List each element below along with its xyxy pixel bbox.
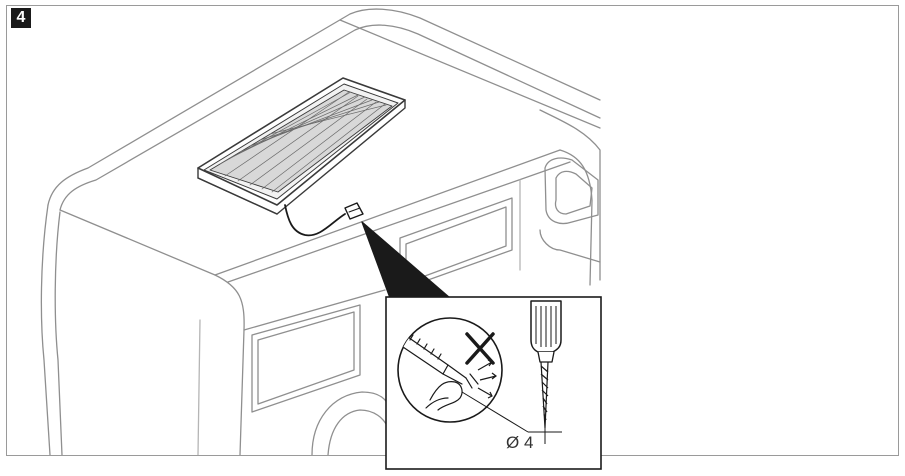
step-number-badge: 4 xyxy=(11,8,31,28)
drill-diameter-label: Ø 4 xyxy=(506,433,533,452)
solar-panel xyxy=(197,77,406,215)
cable-connector xyxy=(284,202,364,237)
caravan-body xyxy=(40,8,601,455)
callout-wedge xyxy=(361,221,451,299)
prohibited-x-icon xyxy=(465,332,495,365)
dimension-leader xyxy=(461,391,529,433)
drill-bit xyxy=(528,300,562,444)
detail-inset: Ø 4 xyxy=(385,296,602,470)
